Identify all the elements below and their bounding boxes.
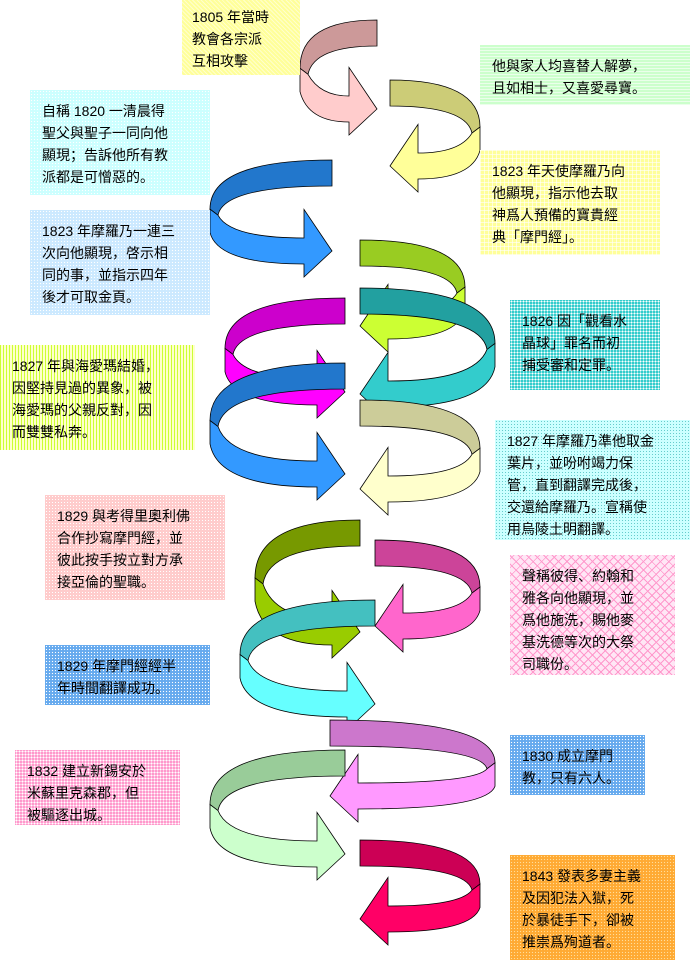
event-text-line: 接亞倫的聖職。	[57, 574, 155, 590]
event-text-line: 教會各宗派	[192, 31, 262, 47]
event-text-line: 而雙雙私奔。	[12, 424, 96, 440]
event-text-line: 交還給摩羅乃。宣稱使	[507, 499, 647, 515]
event-box-1843: 1843 發表多妻主義及因犯法入獄，死於暴徒手下，卻被推崇爲殉道者。	[510, 855, 675, 960]
event-box-1820-vision: 自稱 1820 一清晨得聖父與聖子一同向他顯現；告訴他所有教派都是可憎惡的。	[30, 90, 210, 195]
event-text-line: 1805 年當時	[192, 9, 270, 25]
arrow-back-band	[389, 79, 481, 134]
event-text-line: 且如相士，又喜愛尋寶。	[492, 80, 646, 96]
arrow-back-band	[209, 749, 346, 812]
event-text-line: 互相攻擊	[192, 53, 248, 69]
event-box-1823-repeated: 1823 年摩羅乃一連三次向他顯現，啓示相同的事，並指示四年後才可取金頁。	[30, 210, 210, 315]
curved-arrow-left	[359, 399, 481, 516]
curved-arrow-right	[209, 159, 333, 278]
event-text-line: 教，只有六人。	[522, 770, 620, 786]
event-text-line: 雅各向他顯現，並	[522, 590, 634, 606]
event-text-line: 及因犯法入獄，死	[522, 890, 634, 906]
arrow-back-band	[209, 159, 333, 216]
event-text-line: 被驅逐出城。	[27, 807, 111, 823]
event-text-line: 推崇爲殉道者。	[522, 934, 620, 950]
arrow-front-band	[374, 583, 481, 653]
event-box-dream-interpretation: 他與家人均喜替人解夢， 且如相士，又喜愛尋寶。	[480, 45, 690, 105]
curved-arrow-left	[389, 79, 481, 193]
event-text-line: 米蘇里克森郡，但	[27, 785, 139, 801]
event-box-1829-translation: 1829 年摩門經經半年時間翻譯成功。	[45, 645, 210, 705]
curved-arrow-right	[209, 362, 346, 501]
event-text-line: 用烏陵土明翻譯。	[507, 521, 619, 537]
event-text-line: 後才可取金頁。	[42, 289, 140, 305]
event-text-line: 晶球」罪名而初	[522, 335, 620, 351]
event-text-line: 1843 發表多妻主義	[522, 868, 642, 884]
arrow-back-band	[359, 239, 466, 294]
arrow-back-band	[299, 19, 378, 75]
event-text-line: 自稱 1820 一清晨得	[42, 103, 165, 119]
event-text-line: 司職份。	[522, 656, 578, 672]
arrow-front-band	[359, 876, 481, 946]
event-text-line: 他與家人均喜替人解夢，	[492, 58, 646, 74]
curved-arrow-left	[329, 719, 496, 823]
event-text-line: 爲他施洗，賜他麥	[522, 612, 634, 628]
arrow-back-band	[374, 539, 481, 594]
arrow-front-band	[359, 446, 481, 516]
event-text-line: 1829 年摩門經經半	[57, 658, 177, 674]
curved-arrow-right	[299, 19, 378, 136]
event-text-line: 1827 年與海愛瑪結婚，	[12, 358, 160, 374]
event-text-line: 1826 因「觀看水	[522, 313, 628, 329]
arrow-back-band	[359, 399, 481, 455]
event-text-line: 典「摩門經」。	[492, 229, 583, 245]
event-text-line: 1823 年摩羅乃一連三	[42, 223, 176, 239]
event-text-line: 基洗德等次的大祭	[522, 634, 634, 650]
event-text-line: 派都是可憎惡的。	[42, 169, 154, 185]
arrow-front-band	[329, 753, 496, 823]
event-box-1827-marriage: 1827 年與海愛瑪結婚， 因堅持見過的異象，被海愛瑪的父親反對，因而雙雙私奔。	[0, 345, 195, 450]
event-text-line: 1823 年天使摩羅乃向	[492, 163, 626, 179]
arrow-back-band	[254, 519, 361, 585]
event-text-line: 同的事，並指示四年	[42, 267, 168, 283]
event-text-line: 1830 成立摩門	[522, 748, 614, 764]
event-text-line: 聖父與聖子一同向他	[42, 125, 168, 141]
arrow-back-band	[224, 297, 346, 356]
event-text-line: 彼此按手按立對方承	[57, 552, 183, 568]
event-text-line: 1829 與考得里奧利佛	[57, 508, 191, 524]
event-text-line: 於暴徒手下，卻被	[522, 912, 634, 928]
event-box-1830: 1830 成立摩門教，只有六人。	[510, 735, 645, 795]
event-text-line: 神爲人預備的寶貴經	[492, 207, 618, 223]
event-box-1805: 1805 年當時教會各宗派互相攻擊	[182, 0, 300, 75]
event-text-line: 次向他顯現，啓示相	[42, 245, 168, 261]
arrow-front-band	[389, 123, 481, 193]
event-box-1826: 1826 因「觀看水晶球」罪名而初捕受審和定罪。	[510, 300, 660, 390]
event-text-line: 顯現；告訴他所有教	[42, 147, 168, 163]
arrow-front-band	[209, 419, 346, 501]
event-box-1827-gold-plates: 1827 年摩羅乃準他取金葉片，並吩咐竭力保管，直到翻譯完成後， 交還給摩羅乃。宣…	[495, 420, 690, 540]
event-text-line: 他顯現，指示他去取	[492, 185, 618, 201]
arrow-back-band	[359, 839, 481, 891]
event-text-line: 管，直到翻譯完成後，	[507, 477, 647, 493]
event-box-1829-cowdery: 1829 與考得里奧利佛合作抄寫摩門經，並彼此按手按立對方承接亞倫的聖職。	[45, 495, 225, 600]
event-text-line: 海愛瑪的父親反對，因	[12, 402, 152, 418]
arrow-front-band	[299, 66, 378, 136]
arrow-front-band	[209, 803, 346, 881]
curved-arrow-left	[374, 539, 481, 653]
event-text-line: 因堅持見過的異象，被	[12, 380, 152, 396]
event-text-line: 合作抄寫摩門經，並	[57, 530, 183, 546]
event-text-line: 年時間翻譯成功。	[57, 680, 169, 696]
event-text-line: 1827 年摩羅乃準他取金	[507, 433, 655, 449]
curved-arrow-left	[359, 839, 481, 946]
curved-arrow-right	[209, 749, 346, 881]
curved-arrow-right	[239, 599, 376, 731]
arrow-front-band	[239, 653, 376, 731]
event-text-line: 葉片，並吩咐竭力保	[507, 455, 633, 471]
event-text-line: 聲稱彼得、約翰和	[522, 568, 634, 584]
event-text-line: 1832 建立新錫安於	[27, 763, 147, 779]
event-box-priesthood: 聲稱彼得、約翰和雅各向他顯現，並爲他施洗，賜他麥基洗德等次的大祭司職份。	[510, 555, 675, 675]
event-box-1832: 1832 建立新錫安於米蘇里克森郡，但被驅逐出城。	[15, 750, 180, 825]
event-box-1823-angel: 1823 年天使摩羅乃向他顯現，指示他去取神爲人預備的寶貴經典「摩門經」。	[480, 150, 660, 255]
event-text-line: 捕受審和定罪。	[522, 357, 620, 373]
arrow-front-band	[209, 208, 333, 278]
